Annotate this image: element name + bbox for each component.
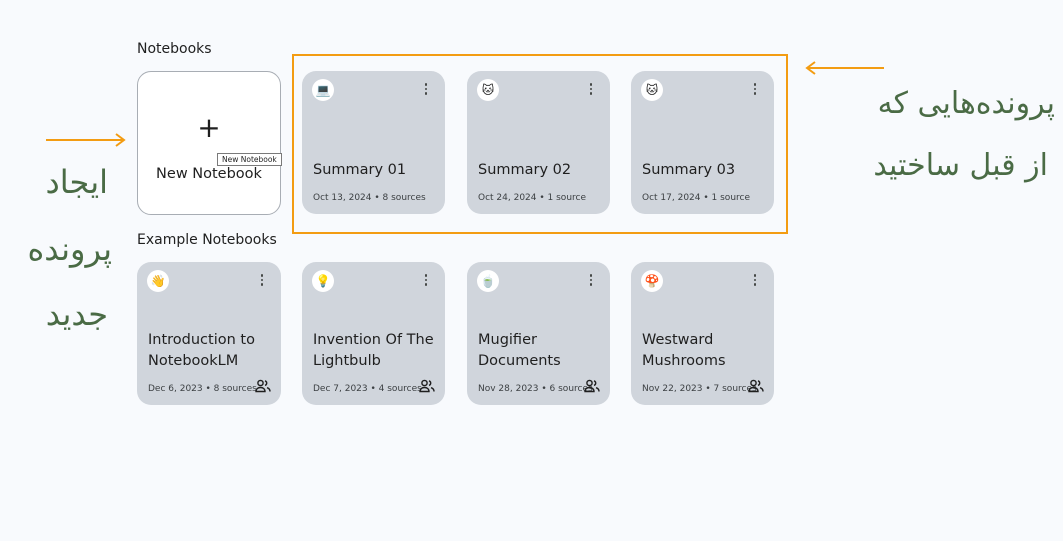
shared-users-icon xyxy=(255,379,271,393)
cat-emoji-icon: 🐱 xyxy=(477,79,499,101)
plus-icon: + xyxy=(197,111,221,144)
arrow-right-icon xyxy=(46,133,126,147)
mushroom-emoji-icon: 🍄 xyxy=(641,270,663,292)
notebook-title: Summary 01 xyxy=(313,162,407,178)
right-annotation-line1: پرونده‌هایی که xyxy=(877,86,1055,121)
notebook-title: Summary 02 xyxy=(478,162,572,178)
example-meta: Nov 22, 2023 • 7 sources xyxy=(642,384,757,394)
new-notebook-tooltip: New Notebook xyxy=(217,153,282,166)
wave-emoji-icon: 👋 xyxy=(147,270,169,292)
notebook-meta: Oct 24, 2024 • 1 source xyxy=(478,193,587,203)
existing-notebooks-highlight xyxy=(292,54,788,234)
more-options-icon[interactable] xyxy=(257,272,267,288)
shared-users-icon xyxy=(748,379,764,393)
arrow-left-icon xyxy=(805,61,884,75)
cat-emoji-icon: 🐱 xyxy=(641,79,663,101)
notebook-card-summary-01[interactable]: 💻 Summary 01 Oct 13, 2024 • 8 sources xyxy=(302,71,445,214)
right-annotation-line2: از قبل ساختید xyxy=(873,148,1048,183)
notebook-card-summary-03[interactable]: 🐱 Summary 03 Oct 17, 2024 • 1 source xyxy=(631,71,774,214)
more-options-icon[interactable] xyxy=(421,81,431,97)
notebook-meta: Oct 13, 2024 • 8 sources xyxy=(313,193,426,203)
example-card-lightbulb[interactable]: 💡 Invention Of The Lightbulb Dec 7, 2023… xyxy=(302,262,445,405)
notebooks-section-title: Notebooks xyxy=(137,41,212,57)
new-notebook-button[interactable]: + New Notebook xyxy=(137,71,281,215)
lightbulb-emoji-icon: 💡 xyxy=(312,270,334,292)
more-options-icon[interactable] xyxy=(750,272,760,288)
example-title: Mugifier Documents xyxy=(478,332,561,369)
more-options-icon[interactable] xyxy=(586,272,596,288)
example-card-mugifier[interactable]: 🍵 Mugifier Documents Nov 28, 2023 • 6 so… xyxy=(467,262,610,405)
laptop-emoji-icon: 💻 xyxy=(312,79,334,101)
example-meta: Nov 28, 2023 • 6 sources xyxy=(478,384,593,394)
more-options-icon[interactable] xyxy=(586,81,596,97)
mug-emoji-icon: 🍵 xyxy=(477,270,499,292)
more-options-icon[interactable] xyxy=(421,272,431,288)
notebook-card-summary-02[interactable]: 🐱 Summary 02 Oct 24, 2024 • 1 source xyxy=(467,71,610,214)
example-title: Westward Mushrooms xyxy=(642,332,726,369)
notebook-title: Summary 03 xyxy=(642,162,736,178)
shared-users-icon xyxy=(584,379,600,393)
example-meta: Dec 7, 2023 • 4 sources xyxy=(313,384,422,394)
example-title: Invention Of The Lightbulb xyxy=(313,332,434,369)
example-notebooks-section-title: Example Notebooks xyxy=(137,232,277,248)
example-title: Introduction to NotebookLM xyxy=(148,332,255,369)
left-annotation-line3: جدید xyxy=(45,295,108,333)
more-options-icon[interactable] xyxy=(750,81,760,97)
example-card-mushrooms[interactable]: 🍄 Westward Mushrooms Nov 22, 2023 • 7 so… xyxy=(631,262,774,405)
example-meta: Dec 6, 2023 • 8 sources xyxy=(148,384,257,394)
left-annotation-line1: ایجاد xyxy=(45,163,108,201)
shared-users-icon xyxy=(419,379,435,393)
new-notebook-label: New Notebook xyxy=(156,166,262,182)
notebook-meta: Oct 17, 2024 • 1 source xyxy=(642,193,751,203)
left-annotation-line2: پرونده xyxy=(27,230,112,268)
example-card-introduction[interactable]: 👋 Introduction to NotebookLM Dec 6, 2023… xyxy=(137,262,281,405)
